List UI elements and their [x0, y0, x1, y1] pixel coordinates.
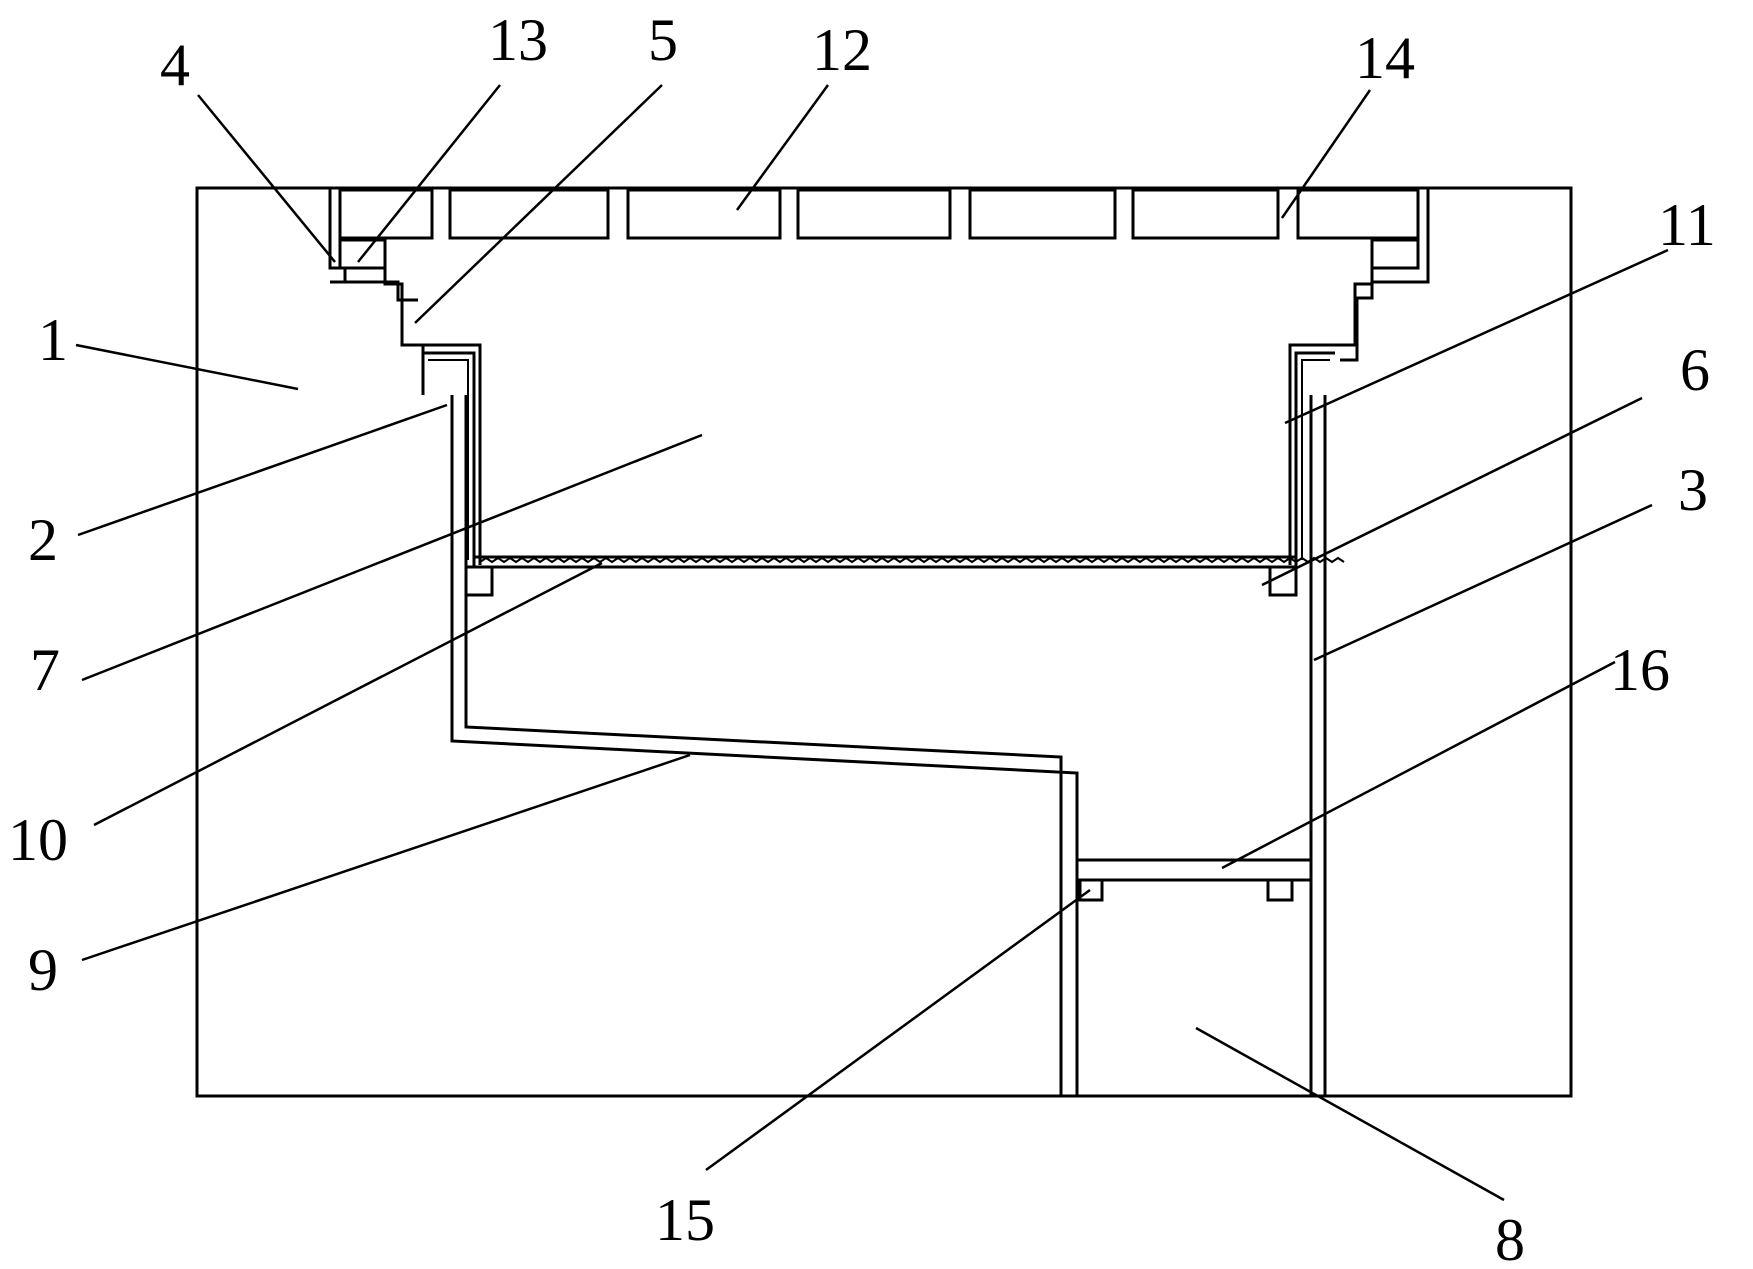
leader-lines — [75, 84, 1669, 1202]
label-13: 13 — [488, 7, 548, 73]
support-blocks-top — [338, 238, 1420, 270]
outer-body — [195, 186, 1573, 1098]
label-14: 14 — [1355, 25, 1415, 91]
label-15: 15 — [655, 1187, 715, 1253]
label-2: 2 — [28, 507, 58, 573]
label-4: 4 — [160, 32, 190, 98]
label-3: 3 — [1678, 457, 1708, 523]
label-8: 8 — [1495, 1207, 1525, 1269]
label-16: 16 — [1610, 637, 1670, 703]
outer-liner — [450, 395, 1327, 1096]
label-9: 9 — [28, 937, 58, 1003]
top-grate — [328, 186, 1430, 250]
label-10: 10 — [8, 807, 68, 873]
lower-plate — [1075, 858, 1313, 902]
label-5: 5 — [648, 7, 678, 73]
inner-basket — [418, 343, 1340, 565]
part-labels: 1 2 3 4 5 6 7 8 9 10 11 12 13 14 15 16 — [8, 7, 1716, 1269]
filter-mesh — [464, 555, 1345, 597]
label-12: 12 — [812, 17, 872, 83]
stepped-funnel-right — [1338, 250, 1430, 362]
label-7: 7 — [30, 637, 60, 703]
label-11: 11 — [1658, 192, 1716, 258]
stepped-funnel-left — [328, 250, 425, 395]
label-6: 6 — [1680, 337, 1710, 403]
label-1: 1 — [38, 307, 68, 373]
